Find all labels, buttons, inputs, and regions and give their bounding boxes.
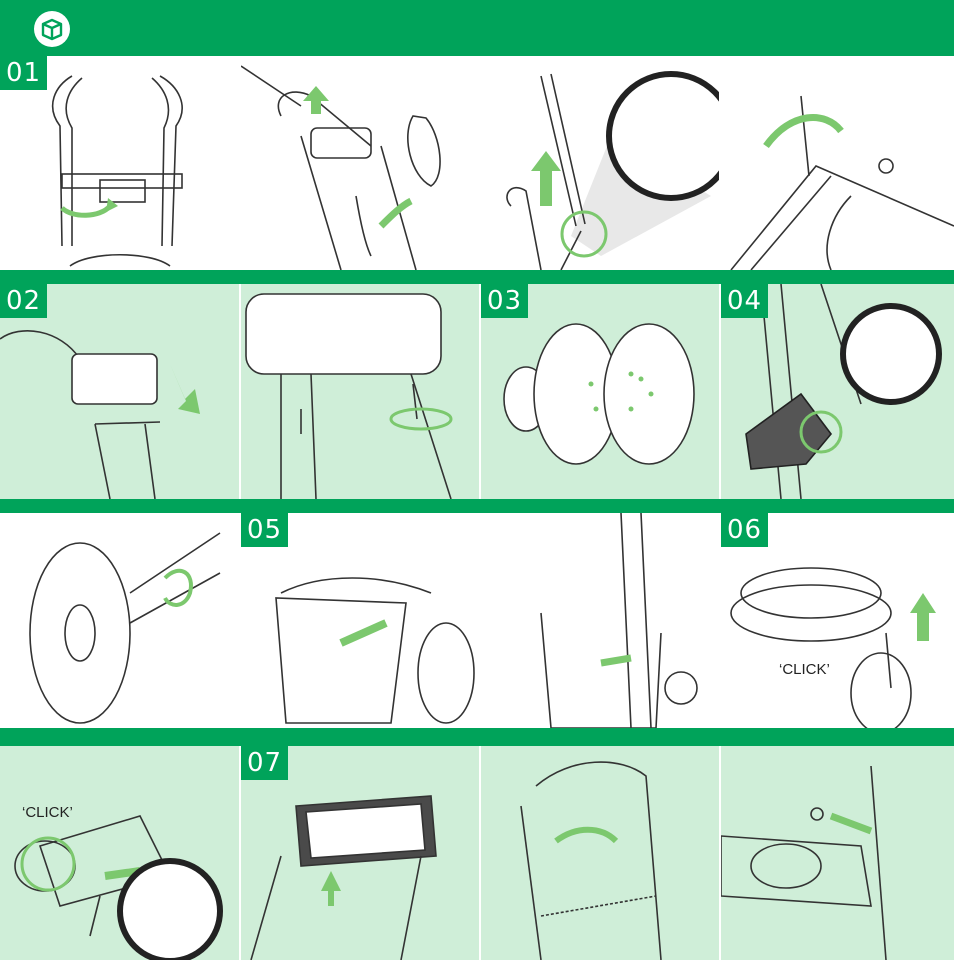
panel-r4c3 <box>481 746 719 960</box>
screw-frame-illustration <box>241 284 479 499</box>
package-icon <box>34 11 70 47</box>
row-separator <box>0 270 954 284</box>
panel-r2c1: 02 <box>0 284 239 499</box>
slide-arrow <box>341 623 386 643</box>
detail-callout <box>120 861 220 960</box>
rotate-arrow <box>165 571 191 605</box>
wheel-lock-illustration <box>0 513 239 728</box>
panel-r1c1: 01 <box>0 56 239 270</box>
rotate-arrow <box>391 409 451 429</box>
slide-arrow <box>831 816 871 831</box>
up-arrow <box>910 593 936 641</box>
basket-clip-illustration <box>481 513 719 728</box>
slide-arrow <box>601 658 631 663</box>
canopy-zip-illustration <box>481 746 719 960</box>
panel-r3c1 <box>0 513 239 728</box>
step-number: 06 <box>721 513 768 547</box>
row-separator <box>0 499 954 513</box>
detail-callout <box>843 306 939 402</box>
panel-r2c4: 04 <box>721 284 954 499</box>
click-caption: ‘CLICK’ <box>779 661 830 678</box>
panel-r4c1: ‘CLICK’ <box>0 746 239 960</box>
step-number: 07 <box>241 746 288 780</box>
rotate-arrow <box>556 830 616 841</box>
panel-r4c2: 07 <box>241 746 479 960</box>
up-arrow <box>303 86 329 114</box>
step-number: 03 <box>481 284 528 318</box>
panel-r2c3: 03 <box>481 284 719 499</box>
panel-r2c2 <box>241 284 479 499</box>
step-number: 01 <box>0 56 47 90</box>
bumper-bar-illustration <box>721 746 954 960</box>
panel-r1c2 <box>241 56 479 270</box>
panel-r3c3 <box>481 513 719 728</box>
panel-r3c2: 05 <box>241 513 479 728</box>
step-number: 02 <box>0 284 47 318</box>
click-caption: ‘CLICK’ <box>22 804 73 821</box>
rotate-arrow <box>766 117 841 146</box>
remove-bolt-illustration <box>481 56 719 270</box>
panel-r3c4: ‘CLICK’ 06 <box>721 513 954 728</box>
rear-wheel-illustration <box>0 746 239 960</box>
down-arrow <box>170 364 200 414</box>
step-number: 05 <box>241 513 288 547</box>
curve-arrow <box>381 201 411 226</box>
instruction-grid: 01 <box>0 56 954 960</box>
up-arrow <box>531 151 561 206</box>
panel-r1c4 <box>721 56 954 270</box>
rotate-arrow <box>62 198 118 215</box>
down-arrow <box>321 871 341 906</box>
detail-callout <box>609 74 719 198</box>
clip-removal-illustration <box>721 56 954 270</box>
step-number: 04 <box>721 284 768 318</box>
panel-r4c4 <box>721 746 954 960</box>
panel-r1c3 <box>481 56 719 270</box>
row-separator <box>0 728 954 746</box>
remove-strap-illustration <box>241 56 479 270</box>
header-bar <box>0 0 954 56</box>
